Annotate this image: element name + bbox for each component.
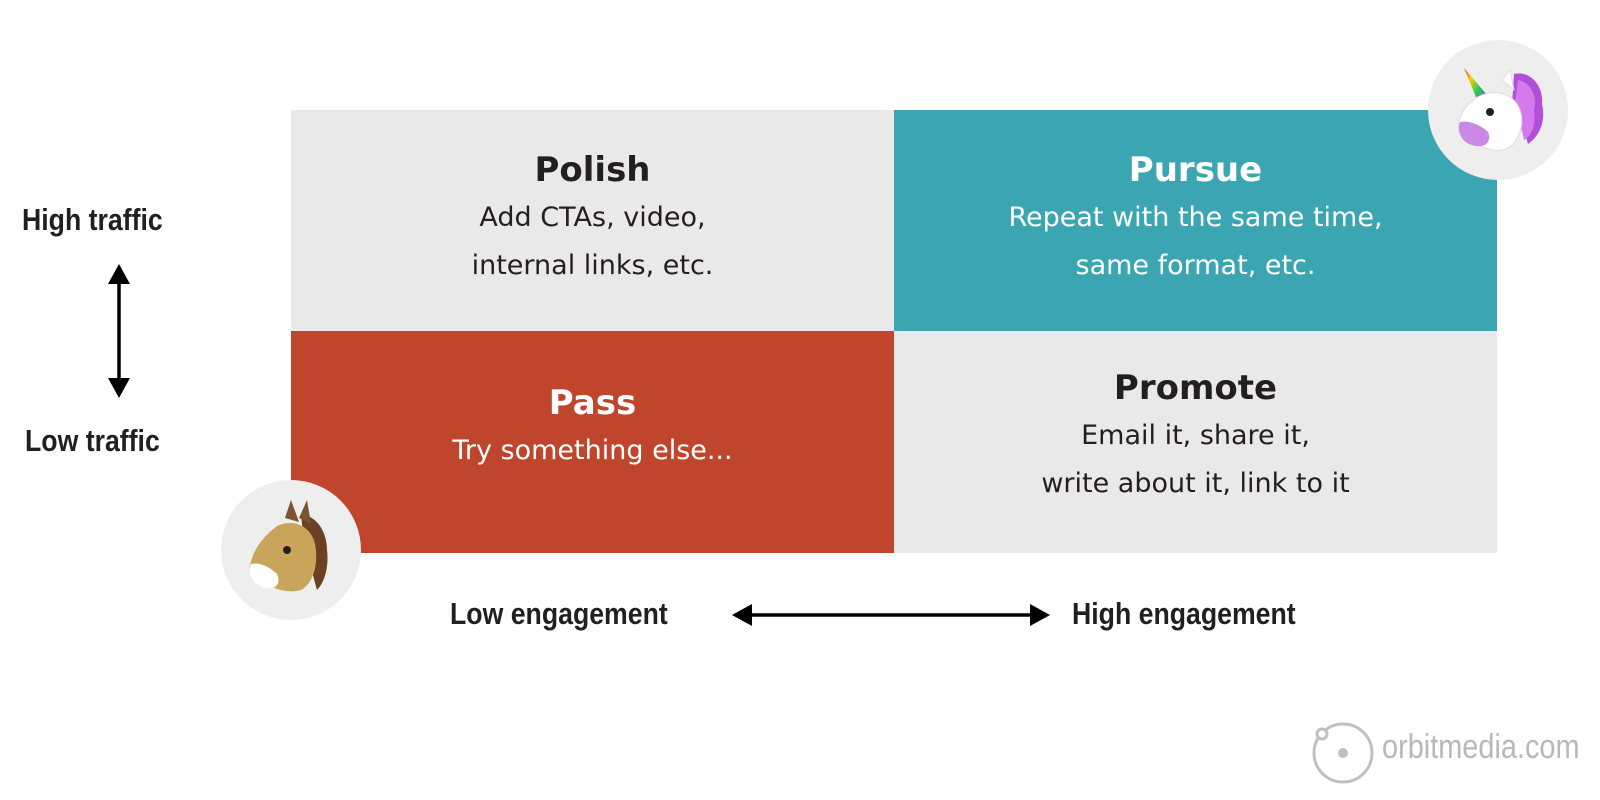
quadrant-polish-title: Polish (534, 149, 651, 190)
quadrant-pursue: Pursue Repeat with the same time, same f… (894, 110, 1497, 331)
quadrant-pass-description: Try something else... (452, 435, 733, 466)
logo-text: orbitmedia.com (1382, 728, 1580, 766)
quadrant-pass: Pass Try something else... (291, 331, 894, 553)
x-axis-high-label: High engagement (1072, 596, 1296, 631)
horse-icon (249, 500, 328, 592)
quadrant-pass-title: Pass (548, 383, 637, 423)
quadrant-promote-title: Promote (1113, 368, 1278, 408)
unicorn-icon (1458, 68, 1544, 151)
y-axis-low-label: Low traffic (25, 423, 160, 458)
quadrant-promote: Promote Email it, share it, write about … (894, 331, 1497, 553)
quadrant-polish: Polish Add CTAs, video, internal links, … (291, 110, 894, 331)
orbitmedia-logo-icon (1312, 722, 1374, 784)
y-axis-high-label: High traffic (22, 202, 163, 237)
quadrant-pursue-title: Pursue (1128, 149, 1263, 190)
quadrant-pursue-description: Repeat with the same time, same format, … (1008, 201, 1383, 281)
unicorn-badge (1428, 40, 1568, 180)
x-axis-low-label: Low engagement (450, 596, 668, 631)
horse-badge (221, 480, 361, 620)
quadrant-promote-description: Email it, share it, write about it, link… (1041, 420, 1350, 499)
vertical-double-arrow-icon (108, 264, 130, 398)
horizontal-double-arrow-icon (732, 604, 1050, 626)
quadrant-polish-description: Add CTAs, video, internal links, etc. (471, 201, 714, 281)
